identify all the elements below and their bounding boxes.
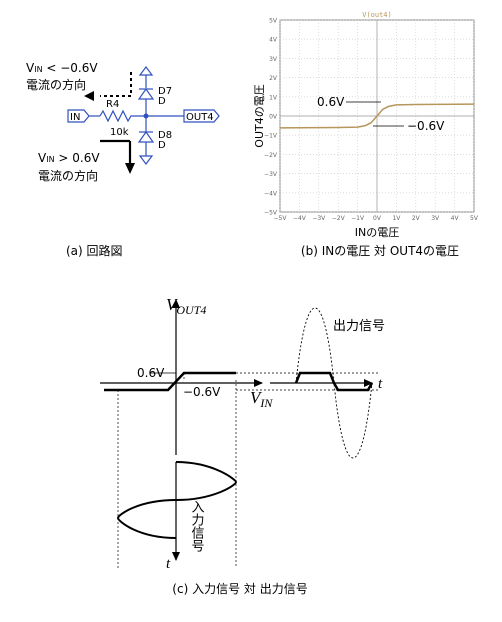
output-signal-waveform [294,371,374,392]
vin-axis-label: VIN [250,388,273,410]
output-signal-label: 出力信号 [333,319,385,334]
t-label-bottom: t [166,556,171,572]
x-tick-label: −4V [293,215,307,222]
x-axis-label: INの電圧 [355,226,399,239]
d7-name: D7 [158,86,172,97]
x-tick-label: −2V [332,215,346,222]
circuit-diagram: VIN < −0.6V 電流の方向 D7 D IN R4 10k [26,61,220,258]
y-tick-label: 1V [269,94,278,101]
y-tick-labels: 5V 4V 3V 2V 1V 0V −1V −2V −3V −4V −5V [264,18,278,217]
y-tick-label: 3V [269,56,278,63]
x-tick-label: 2V [412,215,421,222]
vin-gt-label: VIN > 0.6V [38,151,100,165]
y-tick-label: −5V [264,210,278,217]
input-signal-label: 入力信号 [189,500,205,552]
y-tick-label: −2V [264,152,278,159]
y-tick-label: 4V [269,37,278,44]
trace-label: V(out4) [362,11,392,19]
concept-diagram: VOUT4 VIN t t 0.6V −0.6V 出力信号 入力信号 (c) 入… [100,295,385,596]
neg-level-label: −0.6V [183,385,221,399]
input-signal-waveform [176,462,236,500]
x-tick-label: 5V [470,215,479,222]
x-tick-labels: −5V −4V −3V −2V −1V 0V 1V 2V 3V 4V 5V [274,215,479,222]
in-port: IN [67,109,90,123]
y-axis-label: OUT4の電圧 [253,84,266,147]
x-tick-label: −1V [351,215,365,222]
x-tick-label: 1V [392,215,401,222]
transfer-characteristic [104,371,236,392]
caption-a: (a) 回路図 [66,243,123,258]
t-label-right: t [378,376,383,392]
d8-type: D [158,140,166,151]
r4-name: R4 [106,99,119,110]
trace-vout4 [279,103,475,129]
y-tick-label: 5V [269,18,278,25]
x-tick-label: 3V [431,215,440,222]
svg-text:OUT4: OUT4 [186,112,214,123]
guide-lines [117,372,378,568]
svg-text:IN: IN [70,112,80,123]
y-tick-label: 2V [269,75,278,82]
diode-d8 [137,116,155,165]
y-tick-label: −4V [264,190,278,197]
current-arrow-positive [100,139,135,174]
transfer-chart: 5V 4V 3V 2V 1V 0V −1V −2V −3V −4V −5V −5V −4V −3V −2V… [253,11,479,258]
y-tick-label: −3V [264,171,278,178]
output-virtual-sine [295,307,373,459]
caption-c: (c) 入力信号 対 出力信号 [172,582,307,596]
y-tick-label: 0V [269,114,278,121]
d8-name: D8 [158,130,172,141]
diode-d7 [137,66,155,116]
x-tick-label: 4V [451,215,460,222]
x-tick-label: −5V [274,215,288,222]
caption-b: (b) INの電圧 対 OUT4の電圧 [301,244,459,258]
current-arrow-negative [84,72,132,101]
d7-type: D [158,96,166,107]
x-tick-label: 0V [373,215,382,222]
vin-lt-direction: 電流の方向 [26,77,86,92]
vin-lt-label: VIN < −0.6V [26,61,98,75]
vout-axis-label: VOUT4 [166,295,206,317]
pos-level-label: 0.6V [137,366,165,380]
out4-port: OUT4 [183,109,220,123]
vin-gt-direction: 電流の方向 [38,168,98,183]
input-sine-curve [116,461,238,539]
r4-value: 10k [110,127,129,138]
ann-pos-label: 0.6V [317,95,345,109]
resistor-r4 [99,109,146,123]
ann-neg-label: −0.6V [407,119,445,133]
x-tick-label: −3V [312,215,326,222]
y-tick-label: −1V [264,133,278,140]
